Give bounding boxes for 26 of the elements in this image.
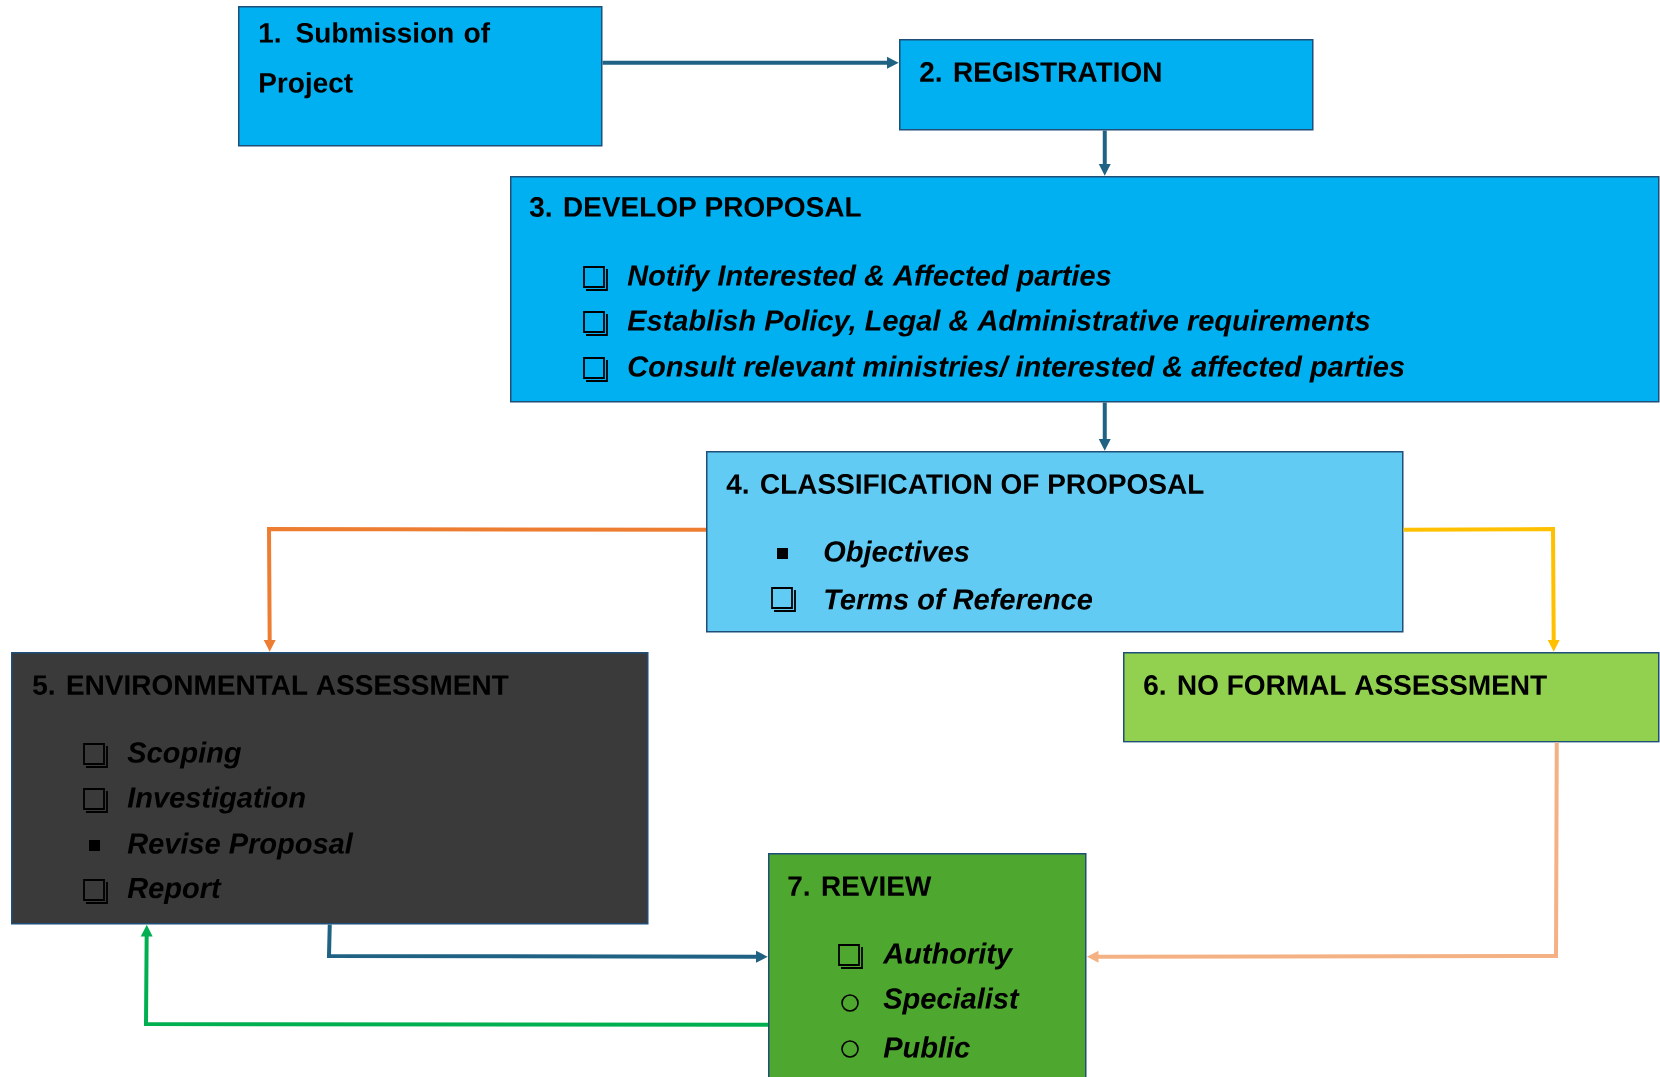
process-box: [706, 451, 1404, 633]
process-box: [11, 652, 649, 925]
list-item: Objectives: [824, 540, 969, 568]
list-item: Establish Policy, Legal & Administrative requirements: [627, 309, 1370, 337]
process-box: [238, 6, 603, 147]
list-item: Specialist: [883, 987, 1020, 1015]
process-box: [510, 176, 1660, 403]
list-item: Investigation: [127, 786, 305, 814]
process-box: [899, 39, 1314, 131]
box-heading: 2. REGISTRATION: [920, 62, 1161, 82]
list-item: Notify Interested & Affected parties: [627, 264, 1111, 292]
list-item: Public: [883, 1036, 970, 1058]
box-heading: 5. ENVIRONMENTAL ASSESSMENT: [33, 675, 509, 695]
process-box: [768, 853, 1087, 1077]
list-item: Consult relevant ministries/ interested & affected parties: [628, 355, 1405, 383]
list-item: Report: [127, 878, 222, 904]
list-item: Terms of Reference: [825, 588, 1093, 610]
box-heading: 6. NO FORMAL ASSESSMENT: [1144, 675, 1547, 695]
box-heading: 1. Submission of Project: [259, 22, 491, 99]
box-heading: 4. CLASSIFICATION OF PROPOSAL: [726, 474, 1204, 494]
box-heading: 3. DEVELOP PROPOSAL: [529, 197, 861, 217]
box-heading: 7. REVIEW: [788, 876, 932, 896]
list-item: Scoping: [127, 741, 242, 769]
list-item: Authority: [882, 942, 1014, 970]
list-item: Revise Proposal: [127, 832, 354, 860]
process-box: [1123, 652, 1660, 743]
